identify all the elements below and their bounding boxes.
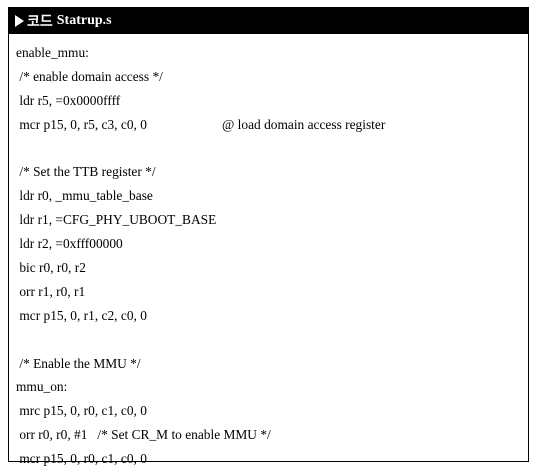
code-filename: Statrup.s (56, 13, 112, 28)
code-label: 코드 (27, 13, 53, 29)
code-line: /* Set the TTB register */ (16, 164, 156, 180)
code-line: mcr p15, 0, r0, c1, c0, 0 (16, 451, 147, 467)
code-line: bic r0, r0, r2 (16, 260, 86, 276)
code-line: ldr r1, =CFG_PHY_UBOOT_BASE (16, 212, 217, 228)
code-line: ldr r2, =0xfff00000 (16, 236, 123, 252)
code-line: mmu_on: (16, 379, 68, 395)
code-line: mrc p15, 0, r0, c1, c0, 0 (16, 403, 147, 419)
code-line: orr r0, r0, #1/* Set CR_M to enable MMU … (16, 427, 271, 443)
code-line: ldr r5, =0x0000ffff (16, 92, 121, 108)
code-comment: @ load domain access register (222, 116, 386, 132)
code-line (16, 137, 528, 161)
code-listing-box: 코드 Statrup.s enable_mmu: /* enable domai… (8, 7, 529, 466)
code-line: mcr p15, 0, r5, c3, c0, 0@ load domain a… (16, 113, 528, 137)
code-line: orr r1, r0, r1 (16, 283, 86, 299)
code-line: /* Enable the MMU */ (16, 355, 141, 371)
code-comment: /* Set CR_M to enable MMU */ (97, 427, 271, 443)
code-header: 코드 Statrup.s (9, 8, 528, 34)
triangle-right-icon (15, 15, 24, 27)
code-line: mcr p15, 0, r1, c2, c0, 0 (16, 307, 147, 323)
code-line: /* enable domain access */ (16, 68, 163, 84)
code-line: enable_mmu: (16, 45, 89, 60)
code-line (16, 328, 528, 352)
code-line: ldr r0, _mmu_table_base (16, 188, 153, 204)
code-body: enable_mmu: /* enable domain access */ l… (9, 34, 528, 471)
